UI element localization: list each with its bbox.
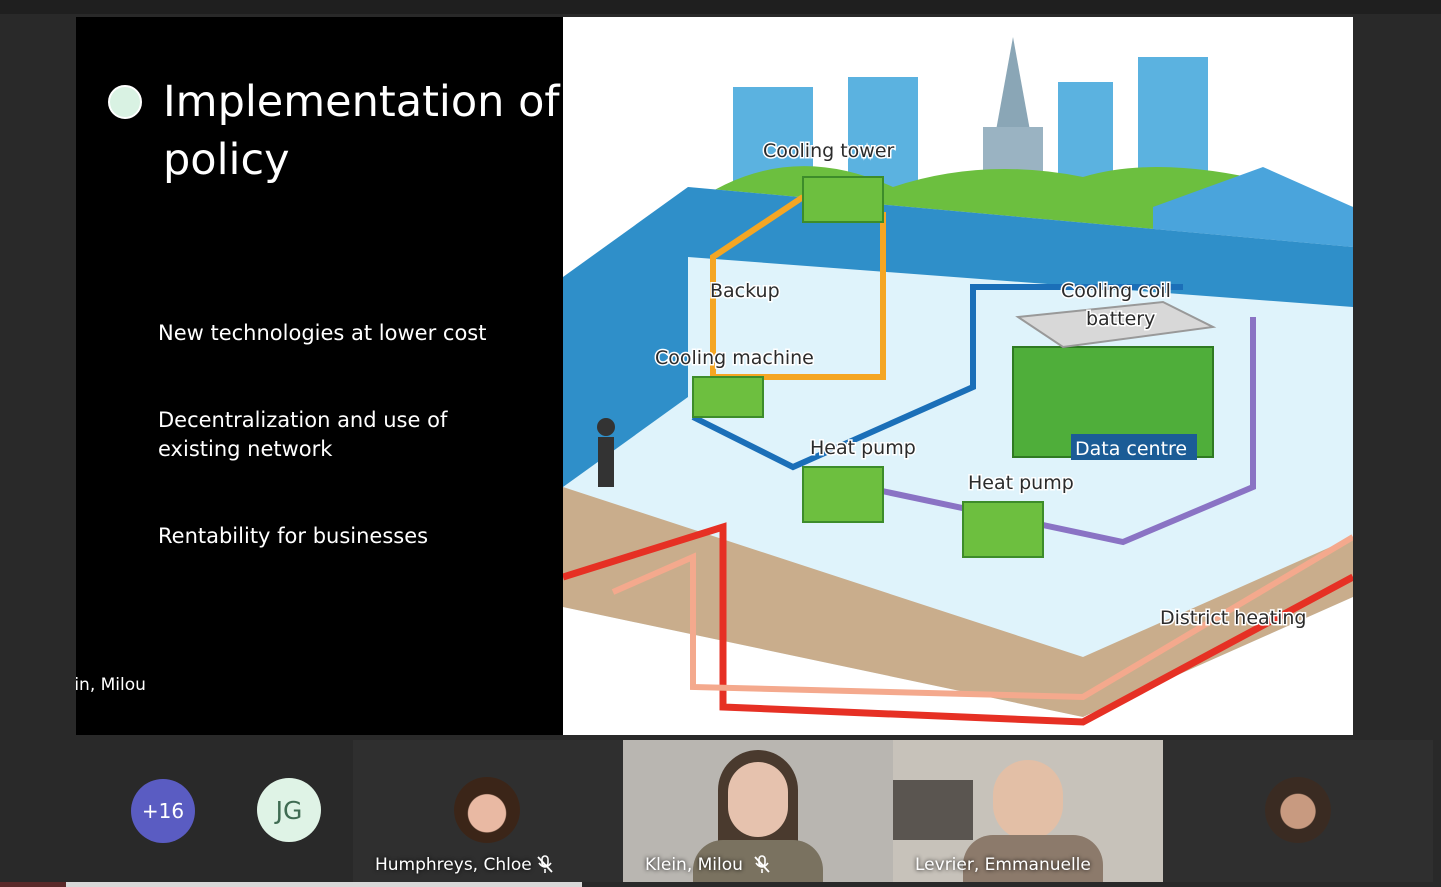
label-cooling-coil: Cooling coil bbox=[1061, 280, 1171, 302]
participant-video-tile[interactable]: Klein, Milou bbox=[623, 740, 893, 882]
top-bar bbox=[0, 0, 1441, 14]
label-heat-pump-1: Heat pump bbox=[810, 437, 916, 459]
slide-point-3: Rentability for businesses bbox=[158, 524, 429, 548]
district-energy-diagram: Cooling tower Backup Cooling coil batter… bbox=[563, 17, 1353, 735]
label-heat-pump-2: Heat pump bbox=[968, 472, 1074, 494]
video-person-body bbox=[963, 835, 1103, 882]
slide-point-1: New technologies at lower cost bbox=[158, 321, 487, 345]
label-battery: battery bbox=[1086, 308, 1155, 330]
mic-muted-icon bbox=[537, 855, 553, 873]
participant-video-tile[interactable]: Levrier, Emmanuelle bbox=[893, 740, 1163, 882]
video-person-face bbox=[728, 762, 788, 837]
participant-tile[interactable] bbox=[1163, 740, 1433, 882]
label-cooling-tower: Cooling tower bbox=[763, 140, 895, 162]
taskbar-accent bbox=[0, 882, 66, 887]
presenter-name: Klein, Milou bbox=[76, 675, 146, 695]
label-data-centre: Data centre bbox=[1075, 438, 1187, 460]
participant-name: Klein, Milou bbox=[645, 855, 743, 875]
participant-name: Humphreys, Chloe bbox=[375, 855, 532, 875]
participant-tile[interactable]: Humphreys, Chloe bbox=[353, 740, 623, 882]
mic-muted-icon bbox=[754, 855, 770, 873]
slide-point-2: Decentralization and use of existing net… bbox=[158, 408, 448, 461]
diagram-illustration: Cooling tower Backup Cooling coil batter… bbox=[563, 37, 1353, 726]
avatar bbox=[1265, 777, 1331, 843]
title-bullet bbox=[108, 85, 142, 119]
label-cooling-machine: Cooling machine bbox=[655, 347, 814, 369]
avatar bbox=[454, 777, 520, 843]
shared-screen: Implementation of policy New technologie… bbox=[76, 17, 1353, 735]
participant-initials-avatar[interactable]: JG bbox=[257, 778, 321, 842]
label-district-heating: District heating bbox=[1160, 607, 1307, 629]
participant-name: Levrier, Emmanuelle bbox=[915, 855, 1091, 875]
participant-gallery: +16 JG Humphreys, Chloe Klein, Milou Lev… bbox=[0, 740, 1441, 882]
bottom-strip bbox=[66, 882, 582, 887]
more-participants-button[interactable]: +16 bbox=[131, 779, 195, 843]
slide-title: Implementation of policy bbox=[163, 77, 560, 185]
video-background-shelf bbox=[893, 780, 973, 840]
label-backup: Backup bbox=[710, 280, 780, 302]
video-person-face bbox=[993, 760, 1063, 840]
